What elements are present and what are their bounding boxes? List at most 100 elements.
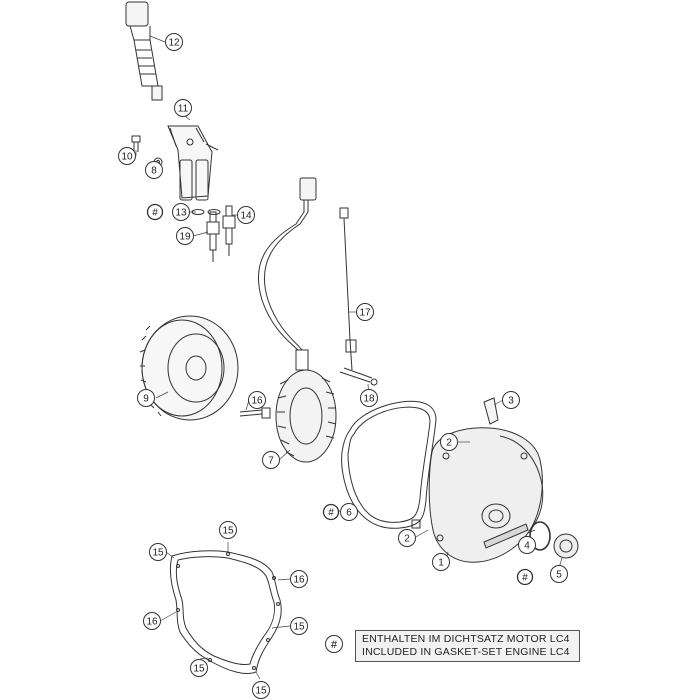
- callout-label: 16: [146, 617, 158, 628]
- crankcase-gasket: [169, 550, 282, 675]
- callout-11: 11: [174, 99, 192, 117]
- callout-circle: [145, 161, 163, 179]
- callout-label: 15: [222, 526, 234, 537]
- callout-12: 12: [165, 33, 183, 51]
- gasket-set-mark-label: #: [522, 573, 528, 584]
- callout-15: 15: [219, 521, 237, 539]
- callout-circle: [290, 570, 308, 588]
- callout-16: 16: [143, 612, 161, 630]
- callout-19: 19: [176, 227, 194, 245]
- gasket-set-mark-label: #: [152, 208, 158, 219]
- callout-circle: [143, 612, 161, 630]
- callout-label: 15: [152, 548, 164, 559]
- callout-circle: [248, 391, 266, 409]
- callout-label: 11: [178, 104, 189, 115]
- callout-label: 4: [524, 541, 530, 552]
- stator: [275, 349, 337, 463]
- cable-bracket: [483, 397, 499, 425]
- callout-circle: [356, 303, 374, 321]
- ignition-cover: [411, 427, 544, 563]
- callout-10: 10: [118, 147, 136, 165]
- callout-2: 2: [398, 529, 416, 547]
- callout-label: 8: [151, 166, 157, 177]
- callout-label: 3: [508, 396, 514, 407]
- callout-label: 2: [404, 534, 410, 545]
- callout-circle: [176, 227, 194, 245]
- sensor-wire: [339, 207, 378, 386]
- callout-circle: [518, 536, 536, 554]
- gasket-set-mark-label: #: [328, 508, 334, 519]
- legend-line-german: ENTHALTEN IM DICHTSATZ MOTOR LC4: [362, 633, 570, 645]
- callout-label: 6: [346, 508, 352, 519]
- callout-1: 1: [432, 553, 450, 571]
- callout-label: 13: [175, 208, 187, 219]
- ignition-coil-connector: [125, 1, 163, 101]
- callout-circle: [398, 529, 416, 547]
- legend-hash-mark: #: [325, 635, 343, 653]
- callout-label: 14: [240, 211, 252, 222]
- callout-15: 15: [290, 617, 308, 635]
- callout-circle: [252, 681, 270, 699]
- callout-label: 1: [438, 558, 444, 569]
- callout-label: 16: [251, 396, 263, 407]
- callout-circle: [432, 553, 450, 571]
- gasket-set-mark: [516, 568, 534, 586]
- callout-circle: [262, 451, 280, 469]
- callout-label: 9: [143, 394, 149, 405]
- callout-circle: [149, 543, 167, 561]
- callout-circle: [237, 206, 255, 224]
- callout-16: 16: [290, 570, 308, 588]
- callout-label: 19: [179, 232, 191, 243]
- callout-14: 14: [237, 206, 255, 224]
- legend-line-english: INCLUDED IN GASKET-SET ENGINE LC4: [362, 646, 570, 658]
- cover-gasket: [341, 400, 437, 529]
- callout-13: 13: [172, 203, 190, 221]
- stator-screw: [239, 407, 271, 419]
- callout-circle: [172, 203, 190, 221]
- callout-label: 15: [255, 686, 267, 697]
- callout-3: 3: [502, 391, 520, 409]
- legend-box: ENTHALTEN IM DICHTSATZ MOTOR LC4 INCLUDE…: [355, 630, 580, 662]
- callout-circle: [190, 659, 208, 677]
- callout-2: 2: [440, 433, 458, 451]
- callout-circle: [118, 147, 136, 165]
- callout-7: 7: [262, 451, 280, 469]
- callout-8: 8: [145, 161, 163, 179]
- callout-15: 15: [149, 543, 167, 561]
- callout-circle: [502, 391, 520, 409]
- callout-6: 6: [340, 503, 358, 521]
- callout-label: 16: [293, 575, 305, 586]
- cover-plug: [553, 533, 579, 559]
- spark-plug-left: [206, 211, 220, 262]
- callout-label: 15: [293, 622, 305, 633]
- callout-label: 2: [446, 438, 452, 449]
- callout-15: 15: [252, 681, 270, 699]
- callout-17: 17: [356, 303, 374, 321]
- callout-label: 18: [363, 394, 375, 405]
- callout-circle: [137, 389, 155, 407]
- callout-label: 10: [121, 152, 133, 163]
- callout-circle: [290, 617, 308, 635]
- gasket-set-mark: [322, 503, 340, 521]
- callout-label: 12: [168, 38, 180, 49]
- callout-circle: [440, 433, 458, 451]
- callout-5: 5: [550, 565, 568, 583]
- callout-circle: [174, 99, 192, 117]
- gasket-set-mark: [146, 203, 164, 221]
- callout-circle: [360, 389, 378, 407]
- callout-16: 16: [248, 391, 266, 409]
- callout-18: 18: [360, 389, 378, 407]
- callout-circle: [219, 521, 237, 539]
- screw-part: [131, 135, 141, 152]
- o-ring-small: [529, 521, 551, 551]
- callout-label: 7: [268, 456, 274, 467]
- callout-label: 5: [556, 570, 562, 581]
- callout-label: 17: [359, 308, 371, 319]
- coil-bracket: [167, 125, 219, 201]
- callout-circle: [550, 565, 568, 583]
- callout-label: 15: [193, 664, 205, 675]
- stator-cable: [257, 177, 317, 351]
